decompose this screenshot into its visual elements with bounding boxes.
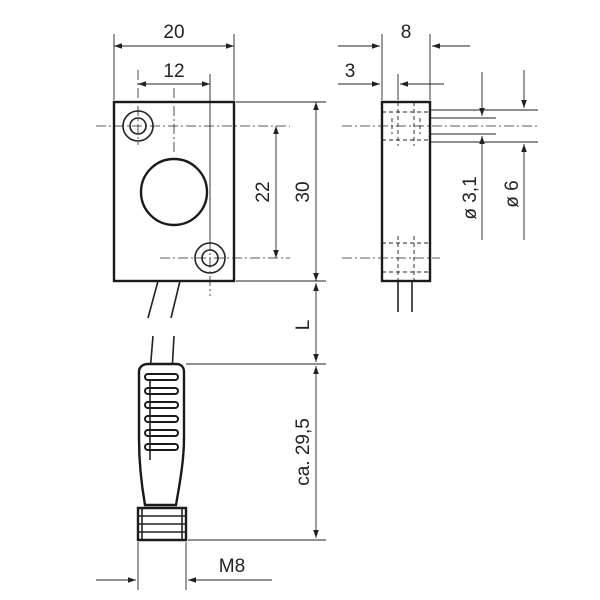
dim-label-L: L: [293, 320, 314, 331]
dimension-cable-length: L: [186, 283, 326, 365]
dimension-width: 20: [113, 22, 235, 100]
dim-label-22: 22: [253, 181, 274, 202]
m8-connector: [136, 362, 188, 542]
dim-label-3: 3: [345, 61, 356, 82]
dimension-hole-spacing: 12: [138, 61, 211, 240]
dim-label-d3-1: ø 3,1: [460, 176, 481, 219]
sensing-face: [139, 157, 209, 227]
dim-label-M8: M8: [219, 556, 245, 577]
side-lower-hole-hidden: [382, 236, 430, 281]
dim-label-29-5: ca. 29,5: [293, 418, 314, 486]
dim-label-20: 20: [163, 22, 184, 43]
dimension-hole-diameter: ø 3,1: [430, 72, 496, 240]
dimension-connector-length: ca. 29,5: [188, 366, 326, 541]
front-view: 20 12 22 30 L ca. 29,5: [96, 22, 326, 590]
side-view: 8 3 ø 3,1 ø 6: [338, 22, 538, 312]
dimension-thread: M8: [96, 542, 272, 590]
dimension-depth: 8: [338, 22, 470, 100]
dimension-height: 30: [236, 101, 326, 282]
cable: [147, 280, 181, 373]
dim-label-30: 30: [293, 181, 314, 202]
dim-label-d6: ø 6: [502, 180, 523, 207]
sensor-body-side: [380, 100, 432, 283]
dim-label-8: 8: [401, 22, 412, 43]
dim-label-12: 12: [163, 61, 184, 82]
dimension-hole-height: 22: [253, 126, 279, 258]
dimension-counterbore-diameter: ø 6: [430, 70, 538, 240]
dimension-offset: 3: [338, 61, 444, 100]
